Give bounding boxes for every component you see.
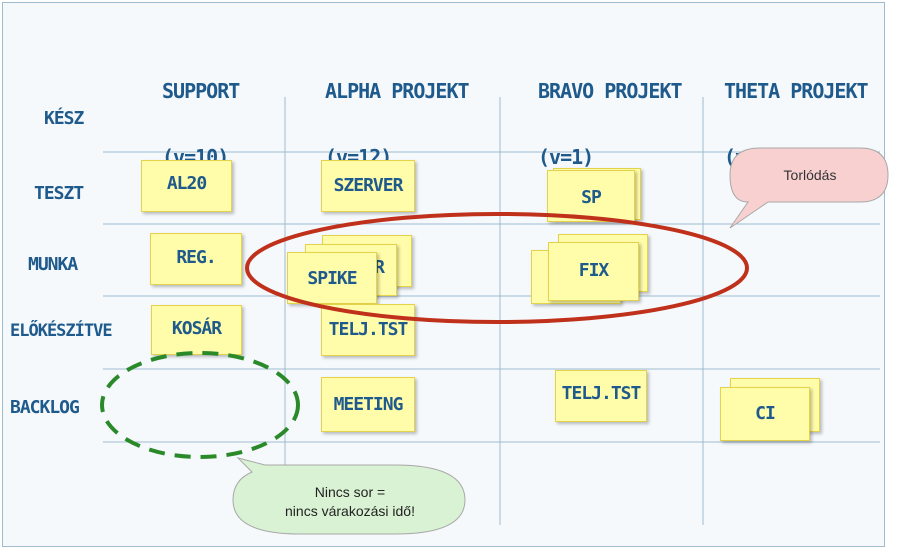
note-label: Telj.tst: [328, 319, 409, 340]
row-label-kesz: Kész: [44, 108, 84, 129]
torlodas-label: Torlódás: [783, 167, 837, 183]
sticky-note-al20[interactable]: AL20: [141, 160, 232, 212]
note-label: Spike: [307, 268, 357, 289]
nincs-callout-text: Nincs sor = nincs várakozási idő!: [240, 483, 460, 521]
note-label: AL20: [166, 173, 207, 194]
nincs-line1: Nincs sor =: [314, 484, 386, 500]
sticky-note-reg[interactable]: Reg.: [150, 233, 242, 285]
sticky-note-ci[interactable]: CI: [720, 387, 810, 441]
column-name: Alpha Projekt: [325, 79, 470, 103]
column-limit: (v=0): [724, 145, 780, 169]
sticky-note-sp[interactable]: SP: [547, 170, 635, 222]
column-limit: (v=1): [538, 145, 594, 169]
column-name: Theta Projekt: [724, 79, 869, 103]
nincs-line2: nincs várakozási idő!: [285, 503, 415, 519]
note-label: Meeting: [333, 394, 404, 415]
note-label: SP: [581, 187, 602, 208]
column-name: Support: [162, 79, 240, 103]
row-label-teszt: Teszt: [34, 183, 84, 204]
sticky-note-spike[interactable]: Spike: [287, 252, 377, 304]
note-label: Kosár: [171, 318, 222, 339]
sticky-note-telj-alpha[interactable]: Telj.tst: [321, 304, 415, 356]
note-label: Reg.: [176, 247, 216, 268]
row-label-backlog: Backlog: [10, 397, 80, 418]
note-label: Fix: [578, 260, 610, 281]
row-label-munka: Munka: [28, 254, 78, 275]
column-header-bravo: Bravo Projekt (v=1): [538, 36, 683, 190]
sticky-note-kosar[interactable]: Kosár: [151, 305, 242, 355]
note-label: Telj.tst: [561, 383, 642, 404]
note-label: Szerver: [333, 175, 404, 196]
row-label-elokeszitve: Előkészítve: [10, 321, 113, 341]
sticky-note-meeting[interactable]: Meeting: [321, 377, 415, 432]
column-name: Bravo Projekt: [538, 79, 683, 103]
sticky-note-telj-bravo[interactable]: Telj.tst: [555, 370, 647, 422]
sticky-note-fix[interactable]: Fix: [548, 242, 639, 301]
note-label: CI: [755, 403, 776, 424]
sticky-note-szerver[interactable]: Szerver: [321, 160, 415, 212]
